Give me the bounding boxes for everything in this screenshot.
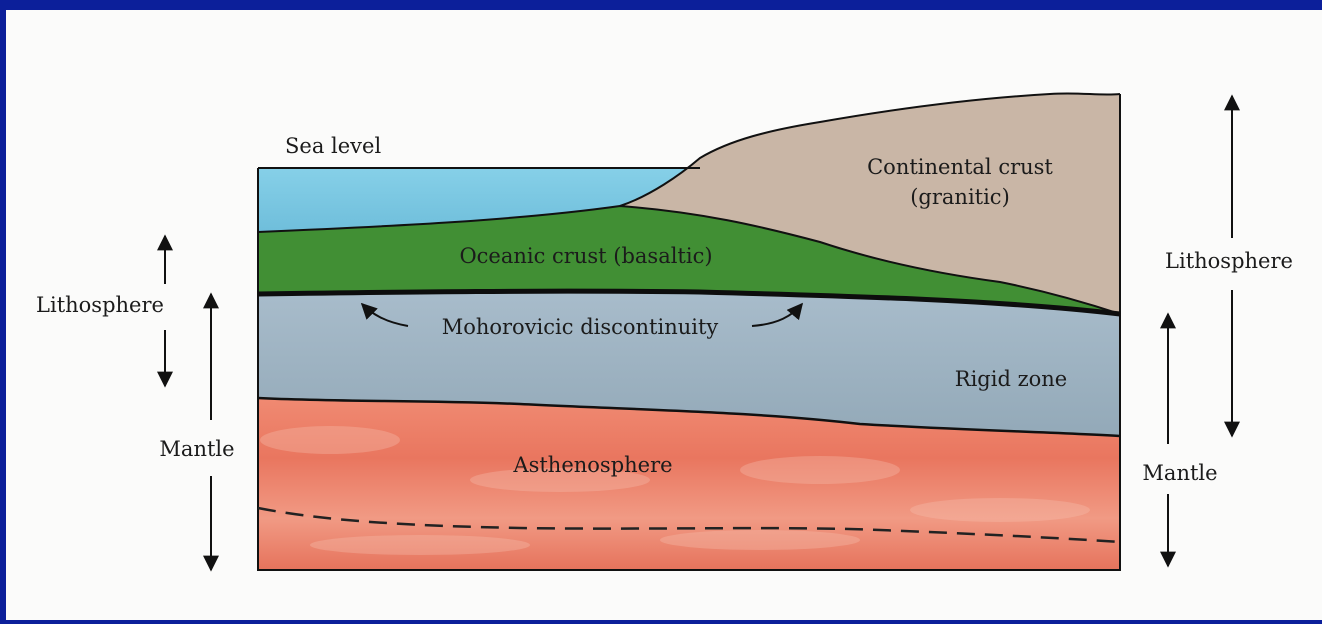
left-mantle-label: Mantle	[159, 437, 234, 461]
oceanic-crust-label: Oceanic crust (basaltic)	[459, 244, 712, 268]
rigid-zone-label: Rigid zone	[955, 367, 1067, 391]
right-lithosphere-label: Lithosphere	[1165, 249, 1293, 273]
sea-level-label: Sea level	[285, 134, 381, 158]
continental-crust-label-line1: Continental crust	[867, 155, 1053, 179]
moho-label: Mohorovicic discontinuity	[442, 315, 719, 339]
lithosphere-cross-section-diagram: Sea level Continental crust (granitic) O…	[6, 10, 1322, 620]
diagram-frame: Sea level Continental crust (granitic) O…	[6, 10, 1322, 620]
continental-crust-label-line2: (granitic)	[910, 185, 1010, 209]
asthenosphere-label: Asthenosphere	[512, 453, 672, 477]
left-lithosphere-label: Lithosphere	[36, 293, 164, 317]
right-mantle-label: Mantle	[1142, 461, 1217, 485]
